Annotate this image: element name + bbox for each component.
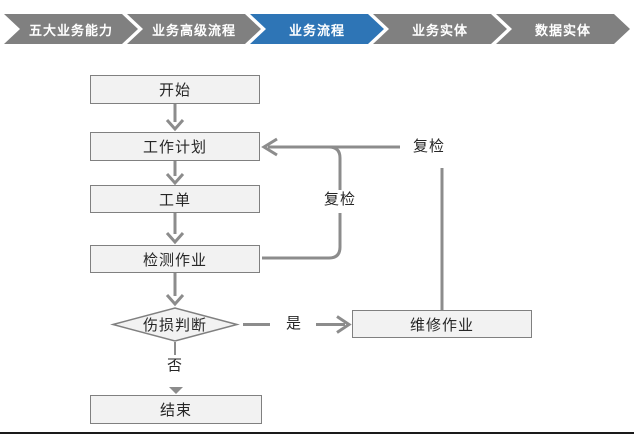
edge-label-recheck-inner: 复检 bbox=[322, 190, 358, 212]
arrowhead-down-icon bbox=[165, 294, 185, 307]
arrowhead-down-icon bbox=[165, 119, 185, 132]
breadcrumb: 五大业务能力 业务高级流程 业务流程 业务实体 数据实体 bbox=[4, 14, 630, 44]
arrowhead-left-icon bbox=[261, 137, 278, 157]
decision-diamond-shape bbox=[110, 307, 240, 342]
flow-node-start: 开始 bbox=[90, 75, 260, 104]
nav-step-label: 五大业务能力 bbox=[28, 22, 113, 38]
arrowhead-right-icon bbox=[336, 315, 352, 334]
bottom-divider bbox=[0, 432, 634, 434]
nav-step-business-highlevel-process[interactable]: 业务高级流程 bbox=[127, 14, 261, 44]
arrowhead-down-icon bbox=[165, 232, 185, 245]
edge-label-recheck-outer: 复检 bbox=[410, 137, 448, 159]
flow-node-work-plan: 工作计划 bbox=[90, 132, 260, 161]
nav-step-label: 数据实体 bbox=[534, 22, 591, 38]
flow-node-end: 结束 bbox=[90, 395, 262, 424]
nav-step-data-entity[interactable]: 数据实体 bbox=[496, 14, 630, 44]
arrowhead-small-down-icon bbox=[169, 387, 183, 394]
nav-step-label: 业务流程 bbox=[288, 22, 345, 38]
flow-node-repair-job: 维修作业 bbox=[352, 310, 532, 338]
edge-label-yes: 是 bbox=[281, 314, 307, 335]
edge-inspect-recheck-bottom bbox=[262, 213, 342, 260]
flow-node-work-order: 工单 bbox=[90, 185, 260, 213]
nav-step-business-process-active[interactable]: 业务流程 bbox=[250, 14, 384, 44]
flow-node-inspection-job: 检测作业 bbox=[90, 245, 260, 273]
arrowhead-down-icon bbox=[165, 173, 185, 186]
nav-step-business-capabilities[interactable]: 五大业务能力 bbox=[4, 14, 138, 44]
flow-node-damage-decision: 伤损判断 bbox=[142, 317, 207, 334]
edge-inspect-recheck-top bbox=[328, 145, 342, 190]
nav-step-business-entity[interactable]: 业务实体 bbox=[373, 14, 507, 44]
nav-step-label: 业务实体 bbox=[411, 22, 468, 38]
nav-step-label: 业务高级流程 bbox=[151, 22, 236, 38]
edge-label-no: 否 bbox=[162, 356, 188, 377]
